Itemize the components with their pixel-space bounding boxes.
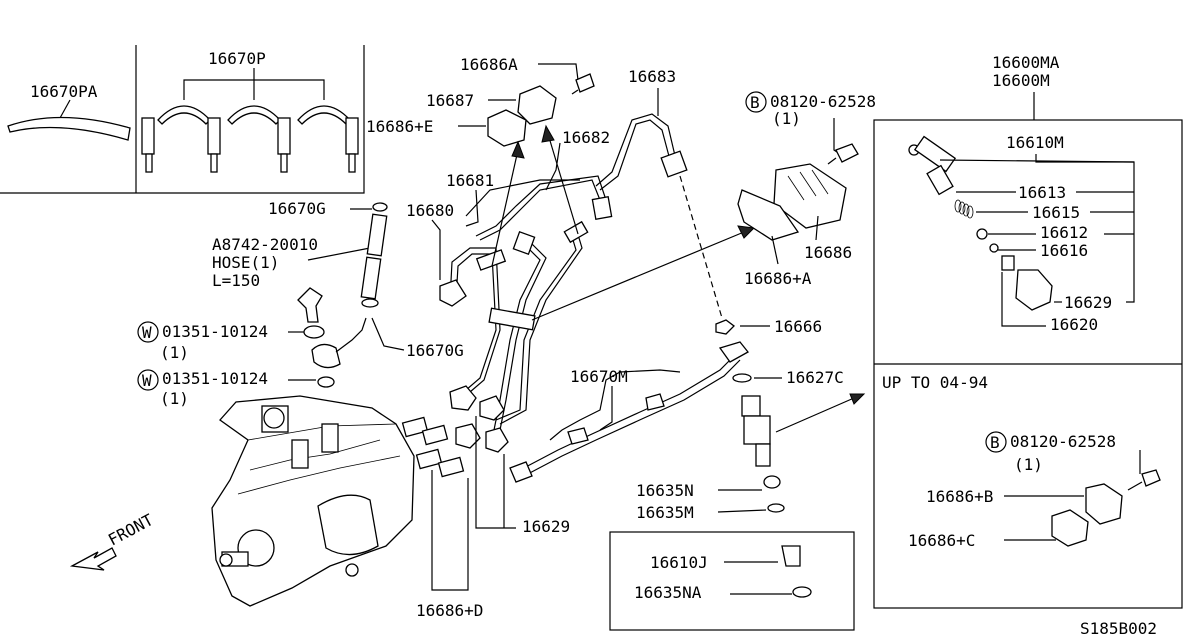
label-16670G-bottom: 16670G [406, 341, 464, 360]
label-16686C: 16686+C [908, 531, 975, 550]
label-16686A: 16686A [460, 55, 518, 74]
label-bolt-2-qty: (1) [1014, 455, 1043, 474]
clamp-part [372, 202, 388, 212]
label-16686D: 16686+D [416, 601, 483, 620]
label-washer-1-qty: (1) [160, 343, 189, 362]
label-washer-2-qty: (1) [160, 389, 189, 408]
label-16635NA: 16635NA [634, 583, 702, 602]
washer-1-part [303, 325, 325, 339]
spring-16615-part [954, 199, 974, 219]
washer-symbol-1: W [137, 321, 159, 343]
nozzle-16620-part [1001, 255, 1053, 311]
label-bolt-2-part: 08120-62528 [1010, 432, 1116, 451]
nozzle-seat-part [781, 545, 801, 567]
label-16627C: 16627C [786, 368, 844, 387]
clamp-16686A-part [737, 189, 800, 241]
svg-text:B: B [990, 433, 1000, 452]
seal-rings [157, 105, 351, 125]
washer-symbol-2: W [137, 369, 159, 391]
shim-16612-part [976, 228, 988, 240]
injection-pump-part [211, 395, 415, 607]
label-16615: 16615 [1032, 203, 1080, 222]
label-16670PA: 16670PA [30, 82, 98, 101]
nozzle-set [141, 117, 359, 173]
label-16620: 16620 [1050, 315, 1098, 334]
label-16682: 16682 [562, 128, 610, 147]
label-washer-1-part: 01351-10124 [162, 322, 268, 341]
tube-clamp-part [475, 220, 589, 331]
injector-body-part [908, 135, 1135, 196]
label-16680: 16680 [406, 201, 454, 220]
label-16600M: 16600M [992, 71, 1050, 90]
label-16670G-top: 16670G [268, 199, 326, 218]
nut-16666-part [715, 319, 735, 335]
hose-part [360, 213, 388, 308]
label-hose-name: HOSE(1) [212, 253, 279, 272]
injector-set-box [0, 45, 365, 194]
label-16670M: 16670M [570, 367, 628, 386]
label-16635M: 16635M [636, 503, 694, 522]
label-16616: 16616 [1040, 241, 1088, 260]
label-16629-bottom: 16629 [522, 517, 570, 536]
bolt-1-part [835, 143, 859, 163]
label-up-to: UP TO 04-94 [882, 373, 988, 392]
label-16613: 16613 [1018, 183, 1066, 202]
label-16635N: 16635N [636, 481, 694, 500]
front-arrow: FRONT [69, 510, 157, 571]
label-16686: 16686 [804, 243, 852, 262]
label-16687: 16687 [426, 91, 474, 110]
washer-16627C-part [732, 373, 752, 383]
nozzle-seat-box [609, 531, 855, 631]
washer-16635NA-part [792, 586, 812, 598]
gasket-16635N-part [763, 475, 781, 489]
delivery-holders [401, 385, 509, 478]
clamp-16686E-part [487, 109, 527, 147]
label-16610J: 16610J [650, 553, 708, 572]
injection-tubes [449, 113, 677, 431]
svg-text:B: B [750, 93, 760, 112]
seal-strip-part [7, 116, 131, 141]
clamp-16686B-part [1085, 483, 1123, 525]
washer-2-part [317, 376, 335, 388]
washer-16635M-part [767, 503, 785, 513]
label-16681: 16681 [446, 171, 494, 190]
label-16600MA: 16600MA [992, 53, 1060, 72]
banjo-fitting-part [311, 343, 341, 369]
bolt-part [297, 287, 323, 323]
label-16683: 16683 [628, 67, 676, 86]
injector-nozzle-part [741, 395, 771, 467]
svg-text:W: W [142, 371, 152, 390]
pin-16616-part [989, 243, 999, 253]
label-16666: 16666 [774, 317, 822, 336]
label-bolt-1-qty: (1) [772, 109, 801, 128]
front-label: FRONT [105, 510, 157, 550]
clamp-16687-part [517, 85, 557, 125]
bolt-16686A-part [575, 73, 595, 93]
bolt-symbol-2: B [985, 431, 1007, 453]
label-16629-right: 16629 [1064, 293, 1112, 312]
svg-text:W: W [142, 323, 152, 342]
label-16612: 16612 [1040, 223, 1088, 242]
label-16670P: 16670P [208, 49, 266, 68]
diagram-code: S185B002 [1080, 619, 1157, 638]
injector-pipe-nuts [439, 150, 688, 307]
label-bolt-1-part: 08120-62528 [770, 92, 876, 111]
label-16610M: 16610M [1006, 133, 1064, 152]
label-hose-length: L=150 [212, 271, 260, 290]
clamp-16686C-part [1051, 509, 1089, 547]
assembly-arrows [491, 124, 866, 433]
label-16686B: 16686+B [926, 487, 993, 506]
label-washer-2-part: 01351-10124 [162, 369, 268, 388]
label-16686pA: 16686+A [744, 269, 812, 288]
bolt-2-part [1141, 469, 1161, 487]
bolt-symbol-1: B [745, 91, 767, 113]
label-16686E: 16686+E [366, 117, 433, 136]
label-hose-part: A8742-20010 [212, 235, 318, 254]
leak-off-tube-part [519, 353, 737, 471]
